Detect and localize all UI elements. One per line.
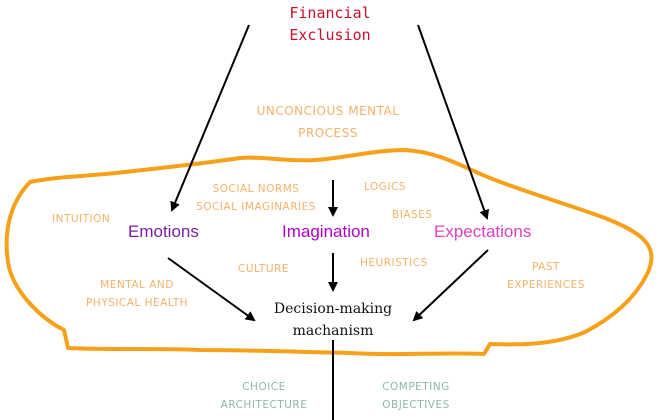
factor-biases: BIASES: [392, 209, 433, 221]
factor-logics: LOGICS: [364, 181, 406, 193]
node-decision-making: Decision-making machanism: [273, 301, 393, 339]
mental-process-outline: [4, 148, 654, 357]
node-expectations: Expectations: [434, 222, 532, 241]
factor-social-norms: SOCIAL NORMS SOCIAL IMAGINARIES: [196, 183, 316, 213]
factor-culture: CULTURE: [238, 263, 289, 275]
factor-heuristics: HEURISTICS: [360, 257, 428, 269]
arrow-title-to-expectations: [417, 24, 490, 220]
process-label: UNCONCIOUS MENTAL PROCESS: [256, 104, 400, 140]
arrow-expectations-to-decision: [412, 249, 489, 322]
diagram-title: Financial Exclusion: [289, 4, 371, 44]
node-imagination: Imagination: [282, 222, 370, 241]
factor-past-experiences: PAST EXPERIENCES: [507, 261, 585, 291]
arrow-title-to-emotions: [170, 24, 250, 212]
node-emotions: Emotions: [128, 222, 199, 241]
factor-choice-architecture: CHOICE ARCHITECTURE: [220, 381, 308, 411]
factor-competing-objectives: COMPETING OBJECTIVES: [382, 381, 450, 411]
factor-mental-health: MENTAL AND PHYSICAL HEALTH: [85, 279, 189, 309]
arrow-emotions-to-decision: [167, 257, 256, 322]
factor-intuition: INTUITION: [52, 213, 111, 225]
